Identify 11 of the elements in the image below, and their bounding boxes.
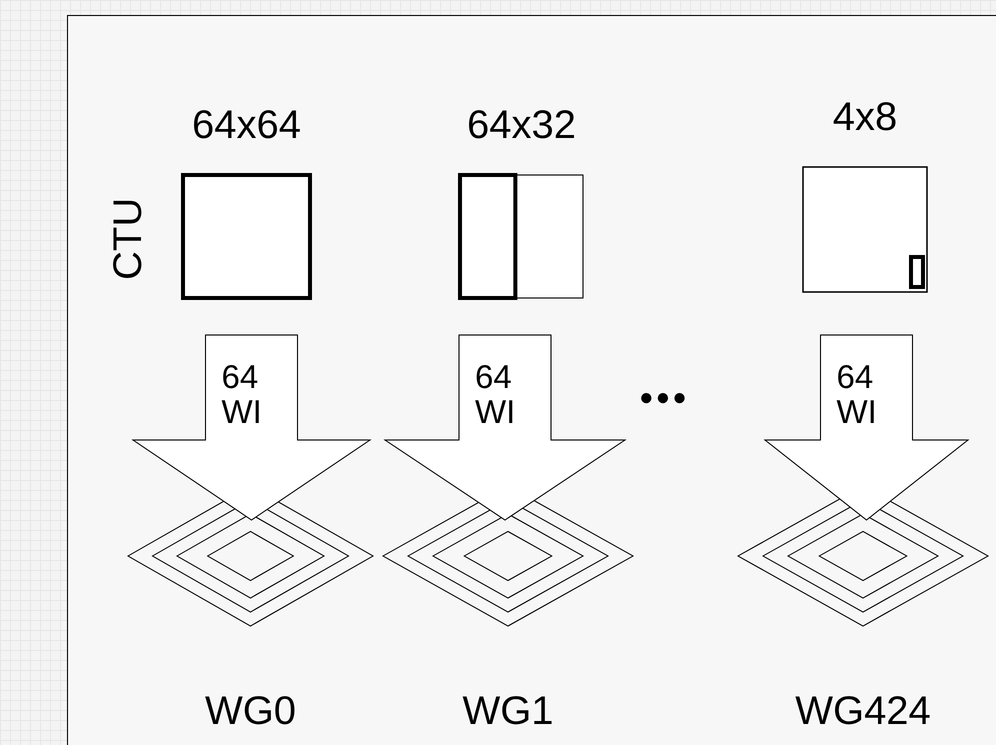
group-label: WG1	[462, 691, 554, 731]
axis-label: CTU	[108, 198, 148, 280]
size-label: 64x64	[192, 105, 301, 145]
arrow-label: 64 WI	[222, 360, 263, 430]
ellipsis: •••	[640, 380, 690, 416]
group-label: WG424	[795, 691, 931, 731]
group-label: WG0	[204, 691, 296, 731]
size-label: 64x32	[467, 105, 576, 145]
size-label: 4x8	[832, 97, 898, 137]
arrow-label: 64 WI	[475, 360, 516, 430]
arrow-label: 64 WI	[836, 360, 878, 430]
